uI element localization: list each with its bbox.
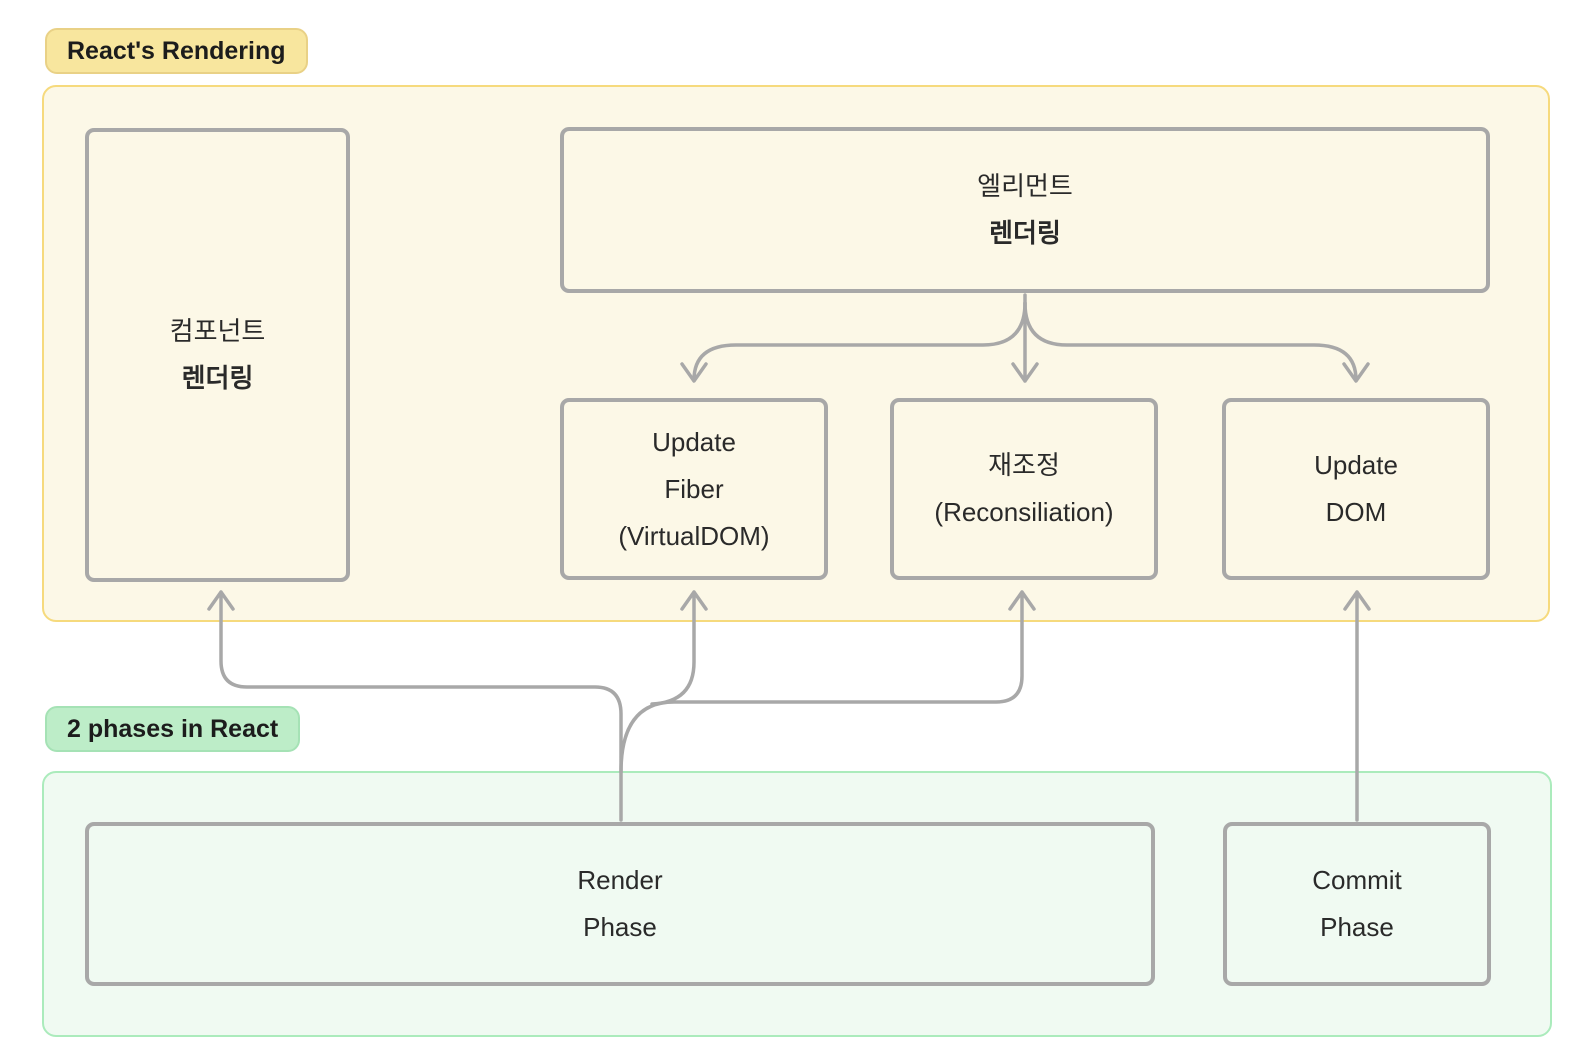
component-rendering-line2: 렌더링 [181,363,254,393]
reconciliation-line1: 재조정 [988,450,1060,480]
update-dom-line2: DOM [1325,497,1387,527]
render-phase-line2: Phase [583,912,657,942]
reconciliation-line2: (Reconsiliation) [934,497,1114,527]
update-dom-line1: Update [1314,450,1398,480]
update-fiber-box: Update Fiber (VirtualDOM) [560,398,828,580]
component-rendering-line1: 컴포넌트 [169,316,266,346]
reconciliation-box: 재조정 (Reconsiliation) [890,398,1158,580]
commit-phase-line1: Commit [1312,865,1402,895]
element-rendering-line2: 렌더링 [989,218,1061,248]
element-rendering-line1: 엘리먼트 [977,171,1073,201]
phases-section-badge-label: 2 phases in React [67,714,279,743]
update-fiber-line2: Fiber [664,473,724,504]
update-fiber-line1: Update [652,426,736,457]
component-rendering-box: 컴포넌트 렌더링 [85,128,350,582]
rendering-section-badge: React's Rendering [45,28,308,74]
update-fiber-line3: (VirtualDOM) [618,520,770,551]
commit-phase-box: Commit Phase [1223,822,1491,986]
render-phase-line1: Render [577,865,663,895]
phases-section-badge: 2 phases in React [45,706,301,752]
update-dom-box: Update DOM [1222,398,1490,580]
render-phase-box: Render Phase [85,822,1155,986]
commit-phase-line2: Phase [1320,912,1394,942]
element-rendering-box: 엘리먼트 렌더링 [560,127,1490,293]
rendering-section-badge-label: React's Rendering [67,36,286,65]
